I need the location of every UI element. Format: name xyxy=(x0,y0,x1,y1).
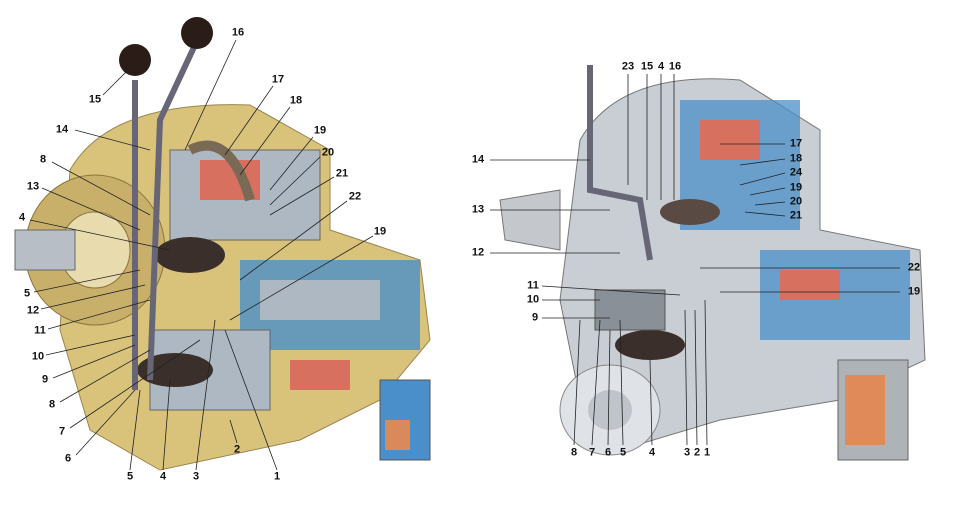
callout-label: 4 xyxy=(648,446,656,459)
callout-label: 2 xyxy=(693,446,701,459)
left-gearbox xyxy=(14,17,431,471)
callout-label: 18 xyxy=(289,94,303,107)
callout-label: 24 xyxy=(789,166,803,179)
callout-label: 11 xyxy=(34,324,46,337)
callout-label: 15 xyxy=(640,60,654,73)
callout-label: 20 xyxy=(321,146,335,159)
callout-label: 22 xyxy=(907,261,921,274)
callout-label: 3 xyxy=(192,470,200,483)
callout-label: 23 xyxy=(621,60,635,73)
callout-label: 5 xyxy=(619,446,627,459)
callout-label: 6 xyxy=(604,446,612,459)
callout-label: 8 xyxy=(48,398,56,411)
callout-label: 14 xyxy=(471,153,485,166)
callout-label: 19 xyxy=(789,181,803,194)
callout-label: 1 xyxy=(273,470,281,483)
callout-label: 9 xyxy=(531,311,539,324)
right-gearbox xyxy=(499,65,926,461)
callout-label: 18 xyxy=(789,152,803,165)
callout-label: 14 xyxy=(55,123,69,136)
callout-label: 12 xyxy=(26,304,40,317)
callout-label: 9 xyxy=(41,373,49,386)
callout-label: 2 xyxy=(233,443,241,456)
callout-label: 21 xyxy=(335,167,349,180)
callout-label: 19 xyxy=(907,285,921,298)
callout-label: 10 xyxy=(526,293,540,306)
callout-label: 1 xyxy=(703,446,711,459)
callout-label: 15 xyxy=(88,93,102,106)
callout-label: 3 xyxy=(683,446,691,459)
callout-label: 8 xyxy=(570,446,578,459)
callout-label: 10 xyxy=(31,350,45,363)
callout-label: 19 xyxy=(313,124,327,137)
leader-lines xyxy=(29,39,900,471)
callout-label: 8 xyxy=(39,153,47,166)
callout-label: 4 xyxy=(18,211,26,224)
callout-label: 22 xyxy=(348,190,362,203)
callout-label: 21 xyxy=(789,209,803,222)
callout-label: 19 xyxy=(373,225,387,238)
callout-label: 4 xyxy=(159,470,167,483)
callout-label: 16 xyxy=(668,60,682,73)
callout-label: 20 xyxy=(789,195,803,208)
callout-label: 5 xyxy=(23,287,31,300)
callout-label: 17 xyxy=(789,137,803,150)
callout-label: 7 xyxy=(58,425,66,438)
callout-label: 16 xyxy=(231,26,245,39)
callout-label: 4 xyxy=(657,60,665,73)
callout-label: 12 xyxy=(471,246,485,259)
callout-label: 13 xyxy=(26,180,40,193)
callout-label: 5 xyxy=(126,470,134,483)
callout-label: 6 xyxy=(64,452,72,465)
callout-label: 17 xyxy=(271,73,285,86)
callout-label: 11 xyxy=(527,279,539,292)
callout-label: 7 xyxy=(588,446,596,459)
callout-label: 13 xyxy=(471,203,485,216)
